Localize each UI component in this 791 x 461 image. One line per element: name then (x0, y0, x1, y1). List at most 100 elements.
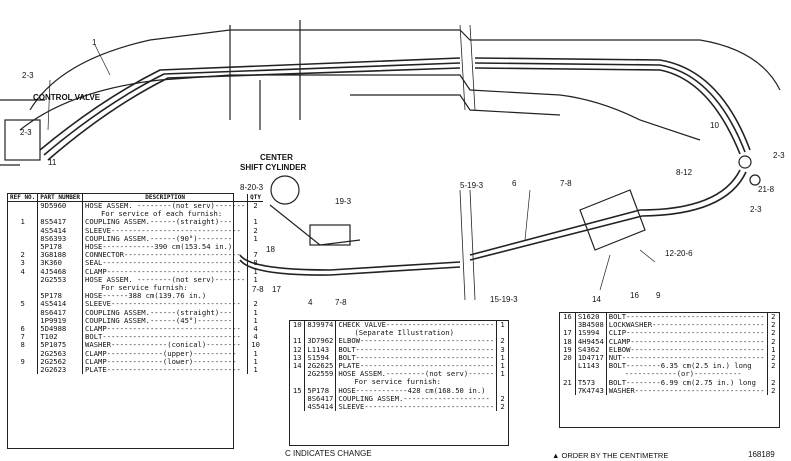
ref-number: 3 (8, 259, 39, 268)
part-number: 5P1075 (37, 341, 84, 350)
part-number: 2G2562 (37, 357, 84, 367)
quantity: 1 (253, 217, 258, 227)
callout-label: 16 (630, 291, 639, 300)
quantity: 1 (500, 361, 505, 371)
ref-number: 10 (290, 320, 306, 330)
description: ------------(or)----------- (606, 370, 768, 379)
quantity: 2 (771, 377, 776, 387)
part-number: 9D5960 (37, 201, 84, 211)
ref-number: 6 (8, 324, 39, 334)
callout-label: 14 (592, 295, 601, 304)
quantity: 4 (253, 324, 258, 334)
description: COUPLING ASSEM.------(straight)--- (82, 308, 249, 317)
part-number: 5P178 (304, 386, 337, 395)
quantity: 2 (500, 336, 505, 346)
description: BOLT-------------------------------- (606, 312, 768, 322)
description: WASHER------------------------------ (606, 386, 768, 396)
description: SLEEVE------------------------------ (335, 402, 498, 412)
description: BOLT-------------------------------- (335, 353, 498, 363)
parts-table-1: REF NO. PART NUMBER DESCRIPTION QTY 9D59… (7, 193, 263, 449)
ref-number (8, 366, 39, 375)
quantity: 1 (253, 274, 258, 284)
ref-number (560, 362, 576, 371)
col-description: DESCRIPTION (82, 194, 249, 202)
table-row: For service furnish: (290, 378, 508, 387)
quantity: 1 (500, 352, 505, 362)
description: HOSE------388 cm(139.76 in.) (82, 292, 249, 301)
part-number: 1D4717 (575, 353, 607, 363)
description: COUPLING ASSEM.------(90°)-------- (82, 234, 249, 244)
description: COUPLING ASSEM.-------------------- (335, 394, 498, 404)
description: COUPLING ASSEM.------(straight)--- (82, 218, 249, 227)
description: CLIP-------------------------------- (606, 329, 768, 338)
ref-number (290, 394, 306, 404)
quantity: 8 (253, 258, 258, 268)
quantity: 1 (500, 369, 505, 379)
ref-number: 17 (560, 329, 576, 338)
table-row: ------------(or)----------- (560, 370, 779, 379)
ref-number (290, 370, 306, 379)
callout-label: 5-19-3 (460, 181, 484, 190)
callout-label: 7-8 (335, 298, 347, 307)
part-number: 3G8188 (37, 251, 84, 260)
ref-number: 9 (8, 357, 39, 367)
quantity (497, 378, 508, 386)
description: COUPLING ASSEM.------(45°)-------- (82, 316, 249, 326)
ref-number: 4 (8, 267, 39, 276)
callout-label: 17 (272, 285, 281, 294)
description: CLAMP------------------------------- (82, 267, 249, 276)
table-row: (Separate Illustration) (290, 328, 508, 338)
callout-label: 19-3 (335, 197, 352, 206)
quantity: 1 (771, 344, 776, 354)
part-number (304, 329, 337, 338)
part-number: 8S6393 (37, 234, 84, 244)
center-label: CENTER (260, 153, 293, 162)
description: HOSE------------390 cm(153.54 in.) (82, 242, 249, 252)
callout-label: 2-3 (22, 71, 34, 80)
callout-label: 7-8 (560, 179, 572, 188)
quantity: 2 (771, 328, 776, 338)
part-number: S4362 (575, 345, 607, 355)
part-number (304, 378, 337, 387)
ref-number (8, 316, 39, 326)
quantity: 2 (771, 320, 776, 330)
table-row: For service furnish: (8, 283, 263, 293)
quantity: 1 (253, 348, 258, 358)
description: CHECK VALVE------------------------- (335, 320, 498, 330)
quantity: 1 (253, 307, 258, 317)
ref-number: 16 (560, 312, 576, 322)
callout-label: 7-8 (252, 285, 264, 294)
callout-label: 2-3 (20, 128, 32, 137)
description: CLAMP------------------------------- (606, 337, 768, 346)
description: LOCKWASHER-------------------------- (606, 320, 768, 330)
part-number: T102 (37, 333, 84, 342)
description: For service of each furnish: (82, 209, 249, 219)
part-number: 2G2553 (37, 275, 84, 285)
change-note: C INDICATES CHANGE (285, 449, 372, 458)
description: CLAMP-------------(upper)---------- (82, 349, 249, 358)
figure-number: 168189 (748, 450, 775, 459)
quantity: 1 (253, 356, 258, 366)
callout-label: 12-20-6 (665, 249, 693, 258)
part-number: 3K360 (37, 259, 84, 268)
ref-number: 19 (560, 345, 576, 355)
part-number: 4S5414 (37, 300, 84, 309)
part-number: 5P178 (37, 292, 84, 301)
quantity: 1 (253, 365, 258, 375)
ref-number (8, 349, 39, 358)
